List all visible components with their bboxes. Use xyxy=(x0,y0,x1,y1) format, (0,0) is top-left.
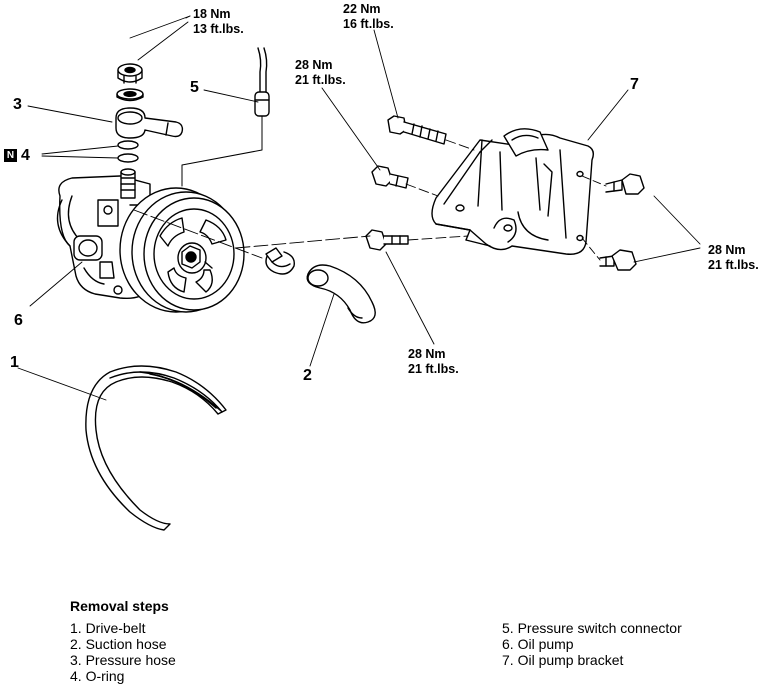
torque-nm: 18 Nm xyxy=(193,7,231,21)
pump-pulley xyxy=(119,187,245,313)
torque-label-bottom: 28 Nm 21 ft.lbs. xyxy=(408,347,459,377)
bolt-bottom xyxy=(365,229,409,251)
step-item: 5. Pressure switch connector xyxy=(502,620,682,636)
leader-lines xyxy=(17,15,701,401)
torque-ftlbs: 21 ft.lbs. xyxy=(295,73,346,87)
drive-belt xyxy=(85,365,227,531)
removal-steps-title: Removal steps xyxy=(70,598,169,614)
o-ring-lower xyxy=(117,153,139,163)
step-item: 1. Drive-belt xyxy=(70,620,146,636)
step-item: 7. Oil pump bracket xyxy=(502,652,624,668)
torque-nm: 28 Nm xyxy=(708,243,746,257)
torque-label-right: 28 Nm 21 ft.lbs. xyxy=(708,243,759,273)
torque-label-center: 28 Nm 21 ft.lbs. xyxy=(295,58,346,88)
o-ring-upper xyxy=(117,140,139,150)
pressure-hose-fitting xyxy=(115,107,184,139)
torque-ftlbs: 13 ft.lbs. xyxy=(193,22,244,36)
bolt-right-upper xyxy=(605,173,645,195)
step-item: 6. Oil pump xyxy=(502,636,574,652)
suction-hose xyxy=(306,264,376,324)
bolt-right-lower xyxy=(599,249,637,271)
step-item: 3. Pressure hose xyxy=(70,652,176,668)
bolt-top-center xyxy=(387,115,447,145)
torque-ftlbs: 16 ft.lbs. xyxy=(343,17,394,31)
callout-1: 1 xyxy=(10,354,19,371)
step-item: 2. Suction hose xyxy=(70,636,167,652)
torque-ftlbs: 21 ft.lbs. xyxy=(708,258,759,272)
hose-clamp xyxy=(265,247,295,275)
callout-3: 3 xyxy=(13,96,22,113)
gasket-washer xyxy=(116,88,144,102)
callout-2: 2 xyxy=(303,367,312,384)
callout-4: 4 xyxy=(21,147,30,164)
torque-ftlbs: 21 ft.lbs. xyxy=(408,362,459,376)
torque-nm: 28 Nm xyxy=(295,58,333,72)
union-nut xyxy=(117,63,143,84)
torque-label-top-center: 22 Nm 16 ft.lbs. xyxy=(343,2,394,32)
torque-nm: 28 Nm xyxy=(408,347,446,361)
bolt-center xyxy=(371,165,409,189)
new-part-badge: N xyxy=(4,149,17,162)
pressure-switch-connector xyxy=(181,47,270,187)
oil-pump-bracket xyxy=(431,128,595,255)
callout-5: 5 xyxy=(190,79,199,96)
torque-label-top-left: 18 Nm 13 ft.lbs. xyxy=(193,7,244,37)
torque-nm: 22 Nm xyxy=(343,2,381,16)
callout-6: 6 xyxy=(14,312,23,329)
callout-7: 7 xyxy=(630,76,639,93)
step-item: 4. O-ring xyxy=(70,668,125,684)
